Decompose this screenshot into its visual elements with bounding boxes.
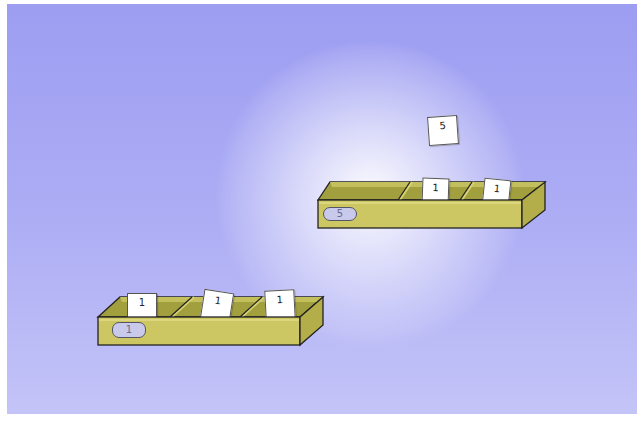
background-panel: 5 5 1 1 1 1 1 1 xyxy=(7,4,637,414)
number-card: 1 xyxy=(264,289,296,321)
tray-label: 5 xyxy=(324,208,356,220)
card-number: 1 xyxy=(203,290,233,309)
sorting-tray: 5 1 1 xyxy=(318,165,546,229)
card-number: 5 xyxy=(428,116,457,133)
card-number: 1 xyxy=(484,179,510,197)
tray-label-plate: 5 xyxy=(323,207,357,221)
card-number: 1 xyxy=(423,179,449,195)
tray-label: 1 xyxy=(113,324,145,336)
card-number: 1 xyxy=(265,290,294,306)
number-card: 5 xyxy=(427,115,459,146)
tray-label-plate: 1 xyxy=(112,322,146,338)
sorting-tray: 1 1 1 1 xyxy=(98,280,326,346)
card-number: 1 xyxy=(128,294,156,309)
